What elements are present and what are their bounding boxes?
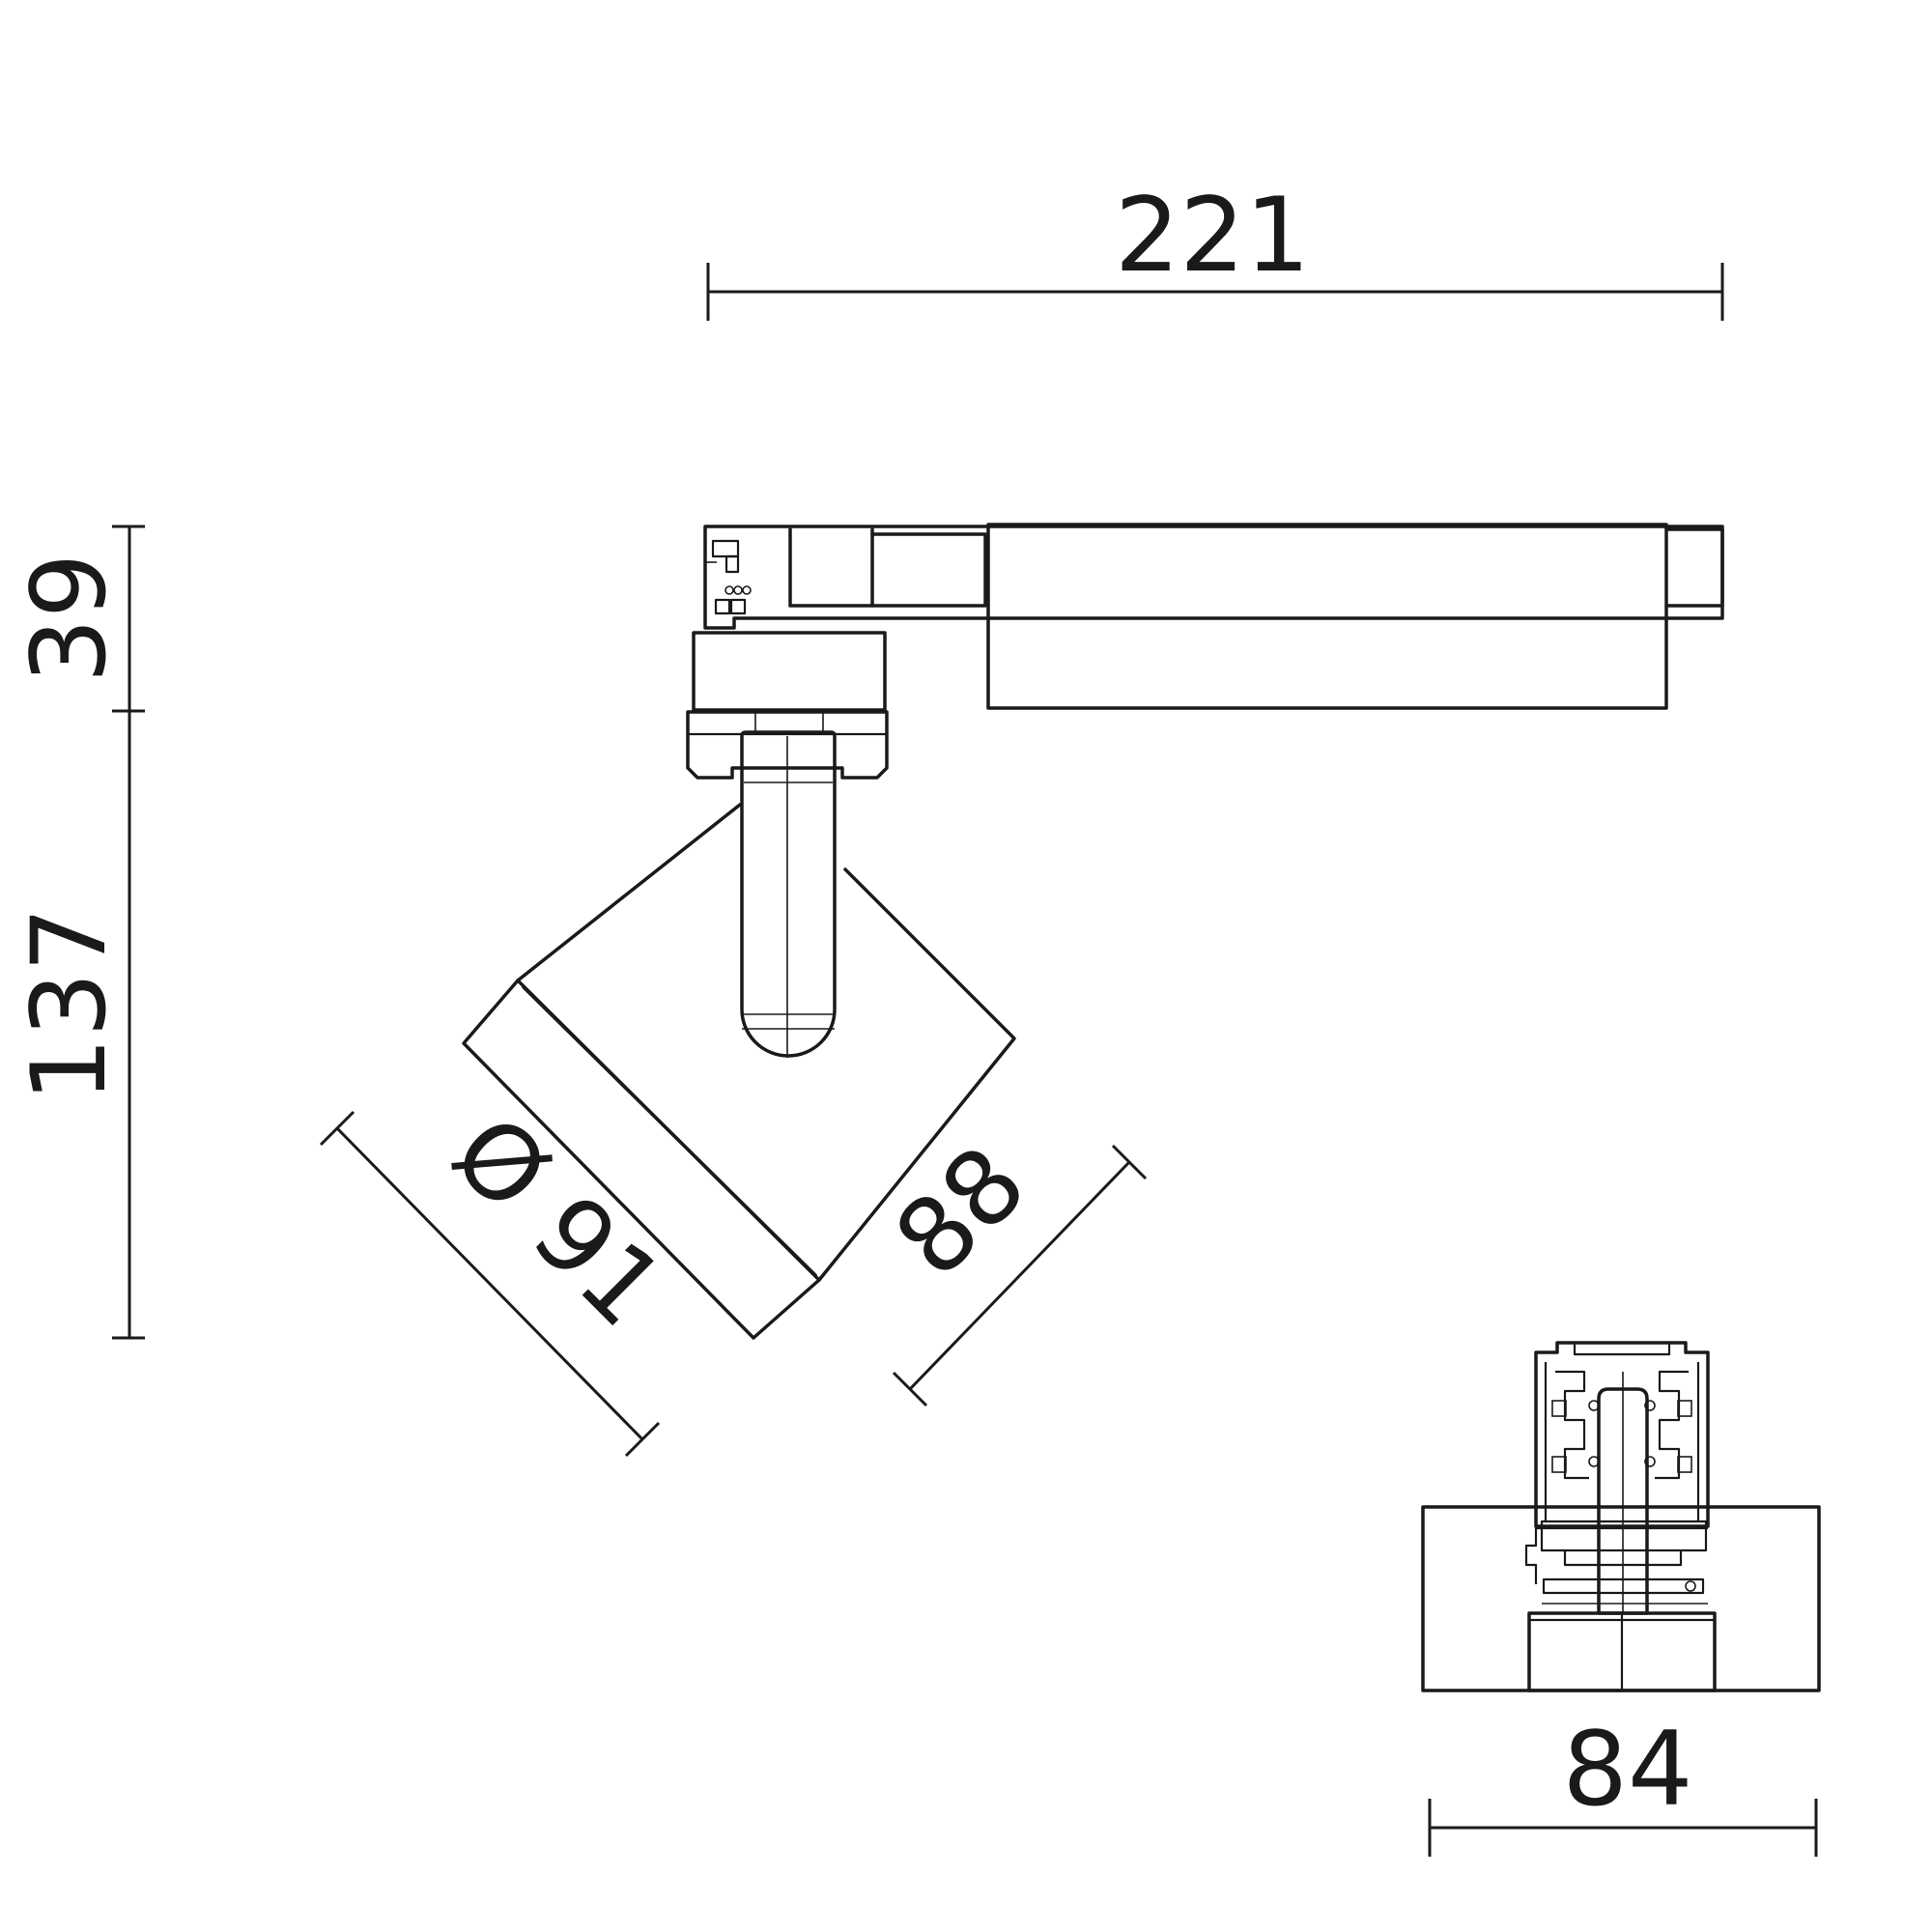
dimension-diameter-91: Ø 91 [319,1094,686,1458]
dimension-221: 221 [706,176,1724,321]
dimension-label-84: 84 [1563,1710,1693,1829]
track-profile [1534,1341,1710,1615]
track-adapter [703,525,1724,630]
dimension-label-39: 39 [10,554,128,684]
lamp-head [462,803,1016,1340]
driver-box [986,523,1724,710]
front-swivel [1524,1517,1708,1605]
swivel-housing [686,631,889,780]
stem-arm [740,730,837,1058]
side-view [462,523,1724,1340]
dimension-84: 84 [1428,1710,1818,1857]
front-view [1421,1341,1821,1692]
dimension-label-221: 221 [1115,176,1310,295]
terminal-details [705,539,752,615]
dimension-label-diameter: Ø 91 [430,1094,686,1350]
dimension-vertical: 39 137 [10,525,145,1340]
dimension-label-137: 137 [10,907,128,1102]
